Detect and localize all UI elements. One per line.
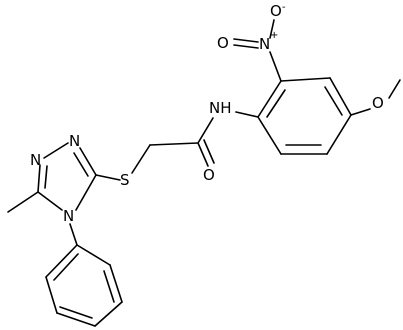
bond-tz-n2-c3 <box>37 164 41 193</box>
bond-ph-2-inner <box>103 270 115 303</box>
atom-methoxy-o: O <box>372 94 384 112</box>
bond-s-triazole <box>95 174 121 181</box>
bond-ring-a2 <box>329 77 352 116</box>
bond-ring-a1 <box>280 77 331 82</box>
atom-amide-o: O <box>203 166 215 184</box>
bond-nitro-n-o-left-2 <box>233 44 259 49</box>
bond-ph-3 <box>94 301 123 327</box>
atom-nitro-o-left: O <box>217 34 229 52</box>
bond-tz-n2-c3-inner <box>44 165 48 189</box>
bond-ph-6 <box>45 244 78 278</box>
charge-nitro-o-top: - <box>282 2 286 13</box>
bond-nitro-n-o-top <box>269 19 275 39</box>
atom-amide-nh: NH <box>209 99 232 117</box>
bond-ph-2 <box>109 264 123 303</box>
bond-ph-4 <box>56 312 96 327</box>
atom-thio-s: S <box>120 171 130 189</box>
bond-ch2-s <box>131 144 151 174</box>
bond-nitro-n-o-left-1 <box>233 38 259 43</box>
bond-nh-carbonyl <box>197 117 214 144</box>
bond-carbonyl-o-2 <box>203 139 215 164</box>
charge-nitro-n: + <box>270 30 278 41</box>
atom-nitro-n: N <box>259 35 270 53</box>
atom-triazole-n1: N <box>69 132 80 150</box>
bond-tz-n1-n2 <box>43 142 69 159</box>
bond-ph-4-inner <box>59 306 93 319</box>
bond-ph-1 <box>76 244 111 266</box>
bond-carbonyl-ch2 <box>149 142 199 146</box>
bond-ring-a2-inner <box>324 86 343 116</box>
bond-ph-6-inner <box>53 253 79 281</box>
bond-methoxy-o-ch3 <box>388 79 401 99</box>
bond-tz-c3-n4 <box>37 191 63 211</box>
bond-tz-methyl <box>7 191 39 213</box>
bond-ring-a5 <box>257 116 282 155</box>
atom-nitro-o-top: O <box>270 2 282 20</box>
bond-ph-5 <box>45 276 58 314</box>
atom-triazole-n2: N <box>30 151 41 169</box>
bond-ring-a6 <box>257 80 282 118</box>
bond-ring-methoxy-o <box>350 108 371 116</box>
bond-n4-phenyl <box>69 223 78 246</box>
bond-tz-c5-n1 <box>79 147 97 176</box>
bond-tz-n4-c5 <box>75 174 97 211</box>
bond-tz-c5-n1-inner <box>73 152 89 177</box>
bond-ring-a3 <box>326 114 352 155</box>
bond-nitro-n-ring <box>269 51 282 82</box>
bond-nh-ring <box>235 111 259 118</box>
atom-triazole-n4: N <box>63 207 74 225</box>
bond-carbonyl-o-1 <box>197 142 209 167</box>
bond-ring-a6-inner <box>266 89 286 118</box>
